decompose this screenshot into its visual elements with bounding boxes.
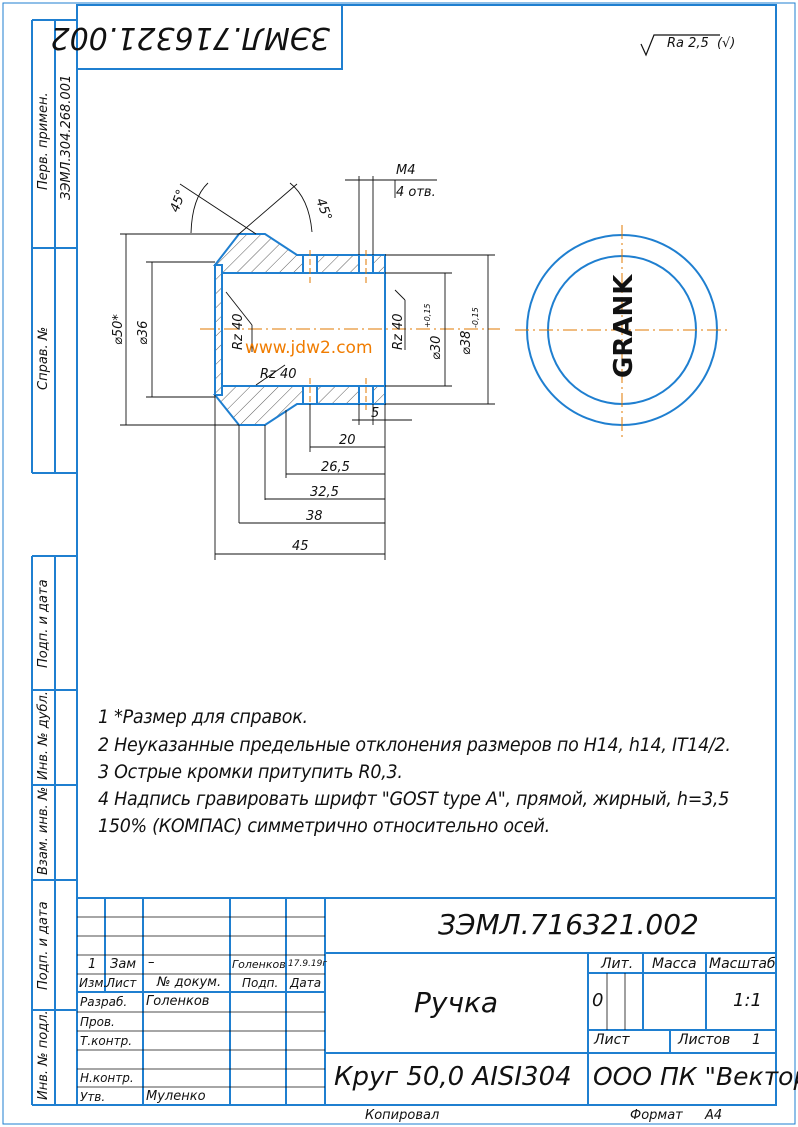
tb-material: Круг 50,0 AISI304 <box>334 1062 572 1092</box>
tb-tkontr: Т.контр. <box>80 1034 133 1048</box>
angle-right-label: 45° <box>312 196 334 223</box>
d30-label: ⌀30 <box>429 336 444 360</box>
d38-tol-label: -0,15 <box>471 307 480 328</box>
tb-razrab: Разраб. <box>80 995 128 1009</box>
margin-sprav: Справ. № <box>36 326 51 390</box>
note-2: 2 Неуказанные предельные отклонения разм… <box>98 734 731 756</box>
tb-rev-num: 1 <box>88 957 97 972</box>
l5-label: 5 <box>371 406 379 421</box>
roughness-suffix: (√) <box>716 36 736 51</box>
tb-copied: Копировал <box>365 1108 440 1123</box>
tb-lit-value: 0 <box>592 990 604 1011</box>
margin-inv-podl: Инв. № подл. <box>36 1010 51 1100</box>
holes-label: 4 отв. <box>396 185 436 200</box>
d30-tol-label: +0,15 <box>423 303 432 328</box>
thread-label: M4 <box>396 163 416 178</box>
roughness-value: Ra 2,5 <box>667 36 709 51</box>
tb-utv: Утв. <box>80 1090 106 1104</box>
tb-sheets-label: Листов <box>678 1032 731 1048</box>
tb-rev-zam: Зам <box>110 957 137 972</box>
margin-inv-dubl: Инв. № дубл. <box>36 691 51 780</box>
l26-label: 26,5 <box>321 460 350 475</box>
tb-company: ООО ПК "Вектор" <box>593 1062 798 1091</box>
tb-code: ЗЭМЛ.716321.002 <box>438 908 699 941</box>
note-3: 3 Острые кромки притупить R0,3. <box>98 761 403 783</box>
tb-hdr-data: Дата <box>290 976 322 990</box>
tb-rev-name: Голенков <box>232 958 286 971</box>
rz-bottom-label: Rz 40 <box>260 367 297 382</box>
left-margin <box>31 19 77 1106</box>
top-code-box <box>76 4 343 70</box>
rz-left-label: Rz 40 <box>231 313 246 350</box>
tb-hdr-list: Лист <box>106 976 137 990</box>
tb-sheets-value: 1 <box>752 1032 761 1048</box>
tb-name: Ручка <box>414 986 499 1019</box>
margin-perv-primen: Перв. примен. <box>36 92 51 190</box>
tb-rev-date: 17.9.19г <box>288 959 328 969</box>
margin-podp-data-2: Подп. и дата <box>36 901 51 990</box>
margin-podp-data-1: Подп. и дата <box>36 579 51 668</box>
d50-label: ⌀50* <box>111 314 126 345</box>
tb-razrab-name: Голенков <box>146 994 210 1009</box>
note-4: 4 Надпись гравировать шрифт "GOST type A… <box>98 788 730 810</box>
tb-sheet-label: Лист <box>594 1032 630 1048</box>
tb-prov: Пров. <box>80 1015 115 1029</box>
tb-hdr-podp: Подп. <box>242 976 279 990</box>
margin-vzam-inv: Взам. инв. № <box>36 786 51 875</box>
tb-scale-value: 1:1 <box>733 990 762 1011</box>
top-code-inverted: ЗЭМЛ.716321.002 <box>50 20 330 55</box>
title-block-lines <box>77 897 776 1105</box>
tb-lit-label: Лит. <box>601 956 634 972</box>
angle-left-label: 45° <box>168 188 190 215</box>
tb-rev-dash: – <box>148 955 155 970</box>
note-1: 1 *Размер для справок. <box>98 706 308 728</box>
tb-format-value: A4 <box>705 1108 723 1123</box>
inner-bore <box>221 272 386 387</box>
l20-label: 20 <box>339 433 356 448</box>
l38-label: 38 <box>306 509 323 524</box>
roughness-symbol <box>640 34 720 57</box>
l45-label: 45 <box>292 539 309 554</box>
tb-hdr-doc: № докум. <box>157 975 222 990</box>
section-left-wall <box>214 264 223 396</box>
watermark: www.jdw2.com <box>245 338 373 358</box>
engraving-text: GRANK <box>609 274 639 378</box>
title-block-thin-lines <box>77 916 626 1088</box>
roughness-label: Ra 2,5 (√) <box>667 36 735 51</box>
d36-label: ⌀36 <box>136 321 151 345</box>
d38-label: ⌀38 <box>459 331 474 355</box>
tb-utv-name: Муленко <box>146 1089 206 1104</box>
section-view: 45° 45° M4 4 отв. ⌀50* ⌀36 Rz 40 Rz 40 R… <box>111 163 500 560</box>
margin-perv-primen-value: ЗЭМЛ.304.268.001 <box>59 74 74 200</box>
l32-label: 32,5 <box>310 485 339 500</box>
tb-scale-label: Масштаб <box>709 956 776 972</box>
end-view: GRANK <box>515 225 730 437</box>
tb-hdr-izm: Изм. <box>79 976 108 990</box>
tb-nkontr: Н.контр. <box>80 1071 134 1085</box>
tb-format-label: Формат <box>630 1108 683 1123</box>
rz-right-label: Rz 40 <box>391 313 406 350</box>
note-4-cont: 150% (КОМПАС) симметрично относительно о… <box>98 815 550 837</box>
tb-mass-label: Масса <box>652 956 697 972</box>
